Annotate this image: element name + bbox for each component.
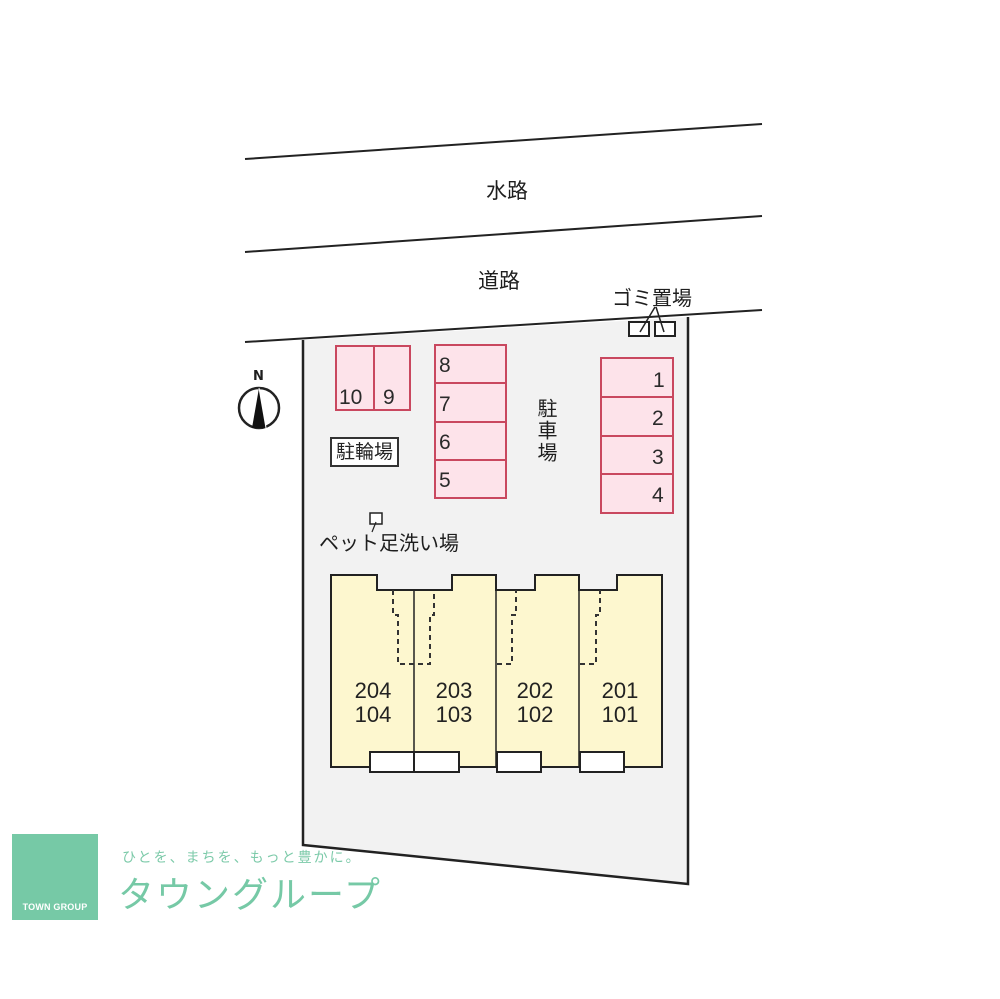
unit-203-103: 203 103 — [421, 679, 487, 727]
logo-text: TOWN GROUP — [22, 902, 88, 912]
pet-foot-wash-label: ペット足洗い場 — [319, 531, 459, 555]
waterway-label: 水路 — [486, 179, 528, 203]
parking-space-8: 8 — [439, 354, 451, 377]
parking-space-1: 1 — [653, 369, 665, 392]
unit-201-101: 201 101 — [587, 679, 653, 727]
garbage-bin-right — [654, 321, 676, 337]
garbage-area-label: ゴミ置場 — [612, 286, 692, 310]
entrance-102 — [496, 751, 542, 773]
lot-boundary — [301, 317, 690, 886]
unit-202-102: 202 102 — [502, 679, 568, 727]
garbage-leader-left — [639, 306, 656, 333]
unit-lower: 103 — [435, 702, 473, 727]
bicycle-parking-label: 駐輪場 — [330, 437, 400, 467]
unit-204-104: 204 104 — [340, 679, 406, 727]
parking-space-4: 4 — [652, 484, 664, 507]
unit-upper: 202 — [516, 678, 554, 703]
entrance-101 — [579, 751, 625, 773]
unit-lower: 101 — [601, 702, 639, 727]
unit-upper: 203 — [435, 678, 473, 703]
parking-space-9: 9 — [383, 386, 395, 409]
waterway-road-boundary — [244, 215, 763, 253]
parking-space-5: 5 — [439, 469, 451, 492]
north-label: N — [253, 369, 264, 384]
pet-foot-wash-marker — [369, 512, 383, 525]
waterway-north-edge — [244, 123, 763, 160]
town-group-logo: TOWN GROUP — [12, 834, 98, 920]
garbage-bin-left — [628, 321, 650, 337]
entrance-103 — [413, 751, 460, 773]
parking-space-6: 6 — [439, 431, 451, 454]
brand-tagline: ひとを、まちを、もっと豊かに。 — [122, 850, 362, 866]
road-label: 道路 — [478, 269, 520, 293]
parking-space-7: 7 — [439, 393, 451, 416]
parking-space-10: 10 — [339, 386, 363, 409]
unit-upper: 204 — [354, 678, 392, 703]
garbage-leader-right — [655, 306, 665, 333]
parking-lot-label: 駐車場 — [534, 398, 558, 464]
north-compass-icon — [237, 386, 281, 430]
unit-lower: 102 — [516, 702, 554, 727]
parking-space-2: 2 — [652, 407, 664, 430]
interior-stairs — [392, 590, 601, 665]
parking-space-3: 3 — [652, 446, 664, 469]
brand-name: タウングループ — [118, 875, 382, 916]
entrance-104 — [369, 751, 415, 773]
road-south-edge — [244, 309, 763, 343]
unit-upper: 201 — [601, 678, 639, 703]
unit-lower: 104 — [354, 702, 392, 727]
